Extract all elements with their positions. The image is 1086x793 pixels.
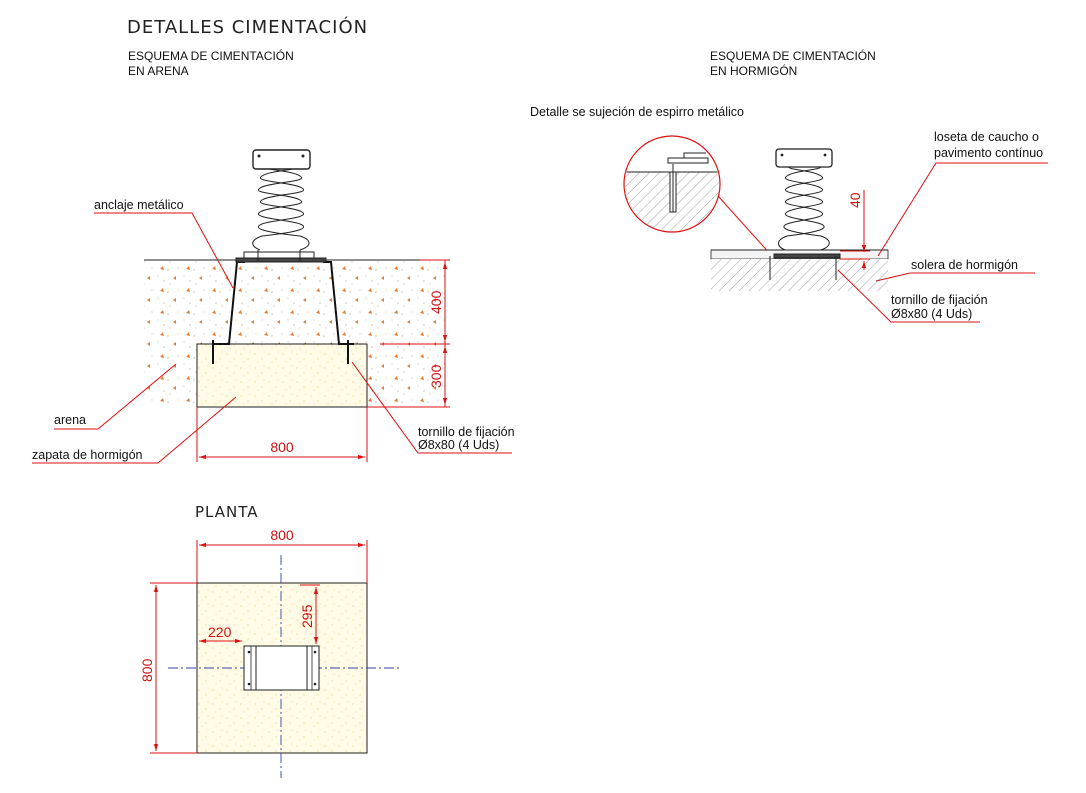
label-loseta-2: pavimento contínuo	[934, 146, 1043, 160]
plan-dim-offset-y: 295	[299, 604, 315, 628]
spring-icon	[252, 165, 305, 251]
label-solera: solera de hormigón	[911, 258, 1018, 272]
label-tornillo-left-1: tornillo de fijación	[418, 425, 515, 439]
dim-slab-height: 40	[847, 192, 863, 208]
dim-height-bottom: 300	[428, 364, 444, 388]
dim-width: 800	[270, 439, 294, 455]
sand-foundation-section: 400 300 800 anclaje metálico arena zapat…	[32, 149, 515, 464]
right-scheme-heading-2: EN HORMIGÓN	[710, 63, 797, 78]
label-loseta-1: loseta de caucho o	[934, 130, 1039, 144]
label-tornillo-right-1: tornillo de fijación	[891, 293, 988, 307]
left-scheme-heading-2: EN ARENA	[128, 64, 189, 78]
detail-caption: Detalle se sujeción de espirro metálico	[530, 105, 744, 119]
label-zapata: zapata de hormigón	[32, 448, 143, 462]
spring-seat	[252, 149, 311, 170]
concrete-footing	[196, 343, 368, 408]
plan-dim-left: 800	[139, 658, 155, 682]
plan-heading: PLANTA	[195, 503, 259, 521]
concrete-foundation-section: 40 loseta de caucho o pavimento contínuo…	[623, 130, 1048, 323]
label-arena: arena	[54, 413, 86, 427]
drawing-title: DETALLES CIMENTACIÓN	[127, 16, 368, 38]
plan-dim-top: 800	[270, 527, 294, 543]
right-scheme-heading-1: ESQUEMA DE CIMENTACIÓN	[710, 48, 876, 63]
plan-view: PLANTA 800 800 220 295	[139, 503, 400, 778]
plan-dim-offset-x: 220	[208, 624, 232, 640]
left-scheme-heading-1: ESQUEMA DE CIMENTACIÓN	[128, 48, 294, 63]
label-tornillo-right-2: Ø8x80 (4 Uds)	[891, 307, 972, 321]
label-anclaje: anclaje metálico	[94, 198, 184, 212]
dim-height-top: 400	[428, 290, 444, 314]
label-tornillo-left-2: Ø8x80 (4 Uds)	[418, 438, 499, 452]
plan-base-plate	[243, 645, 320, 691]
